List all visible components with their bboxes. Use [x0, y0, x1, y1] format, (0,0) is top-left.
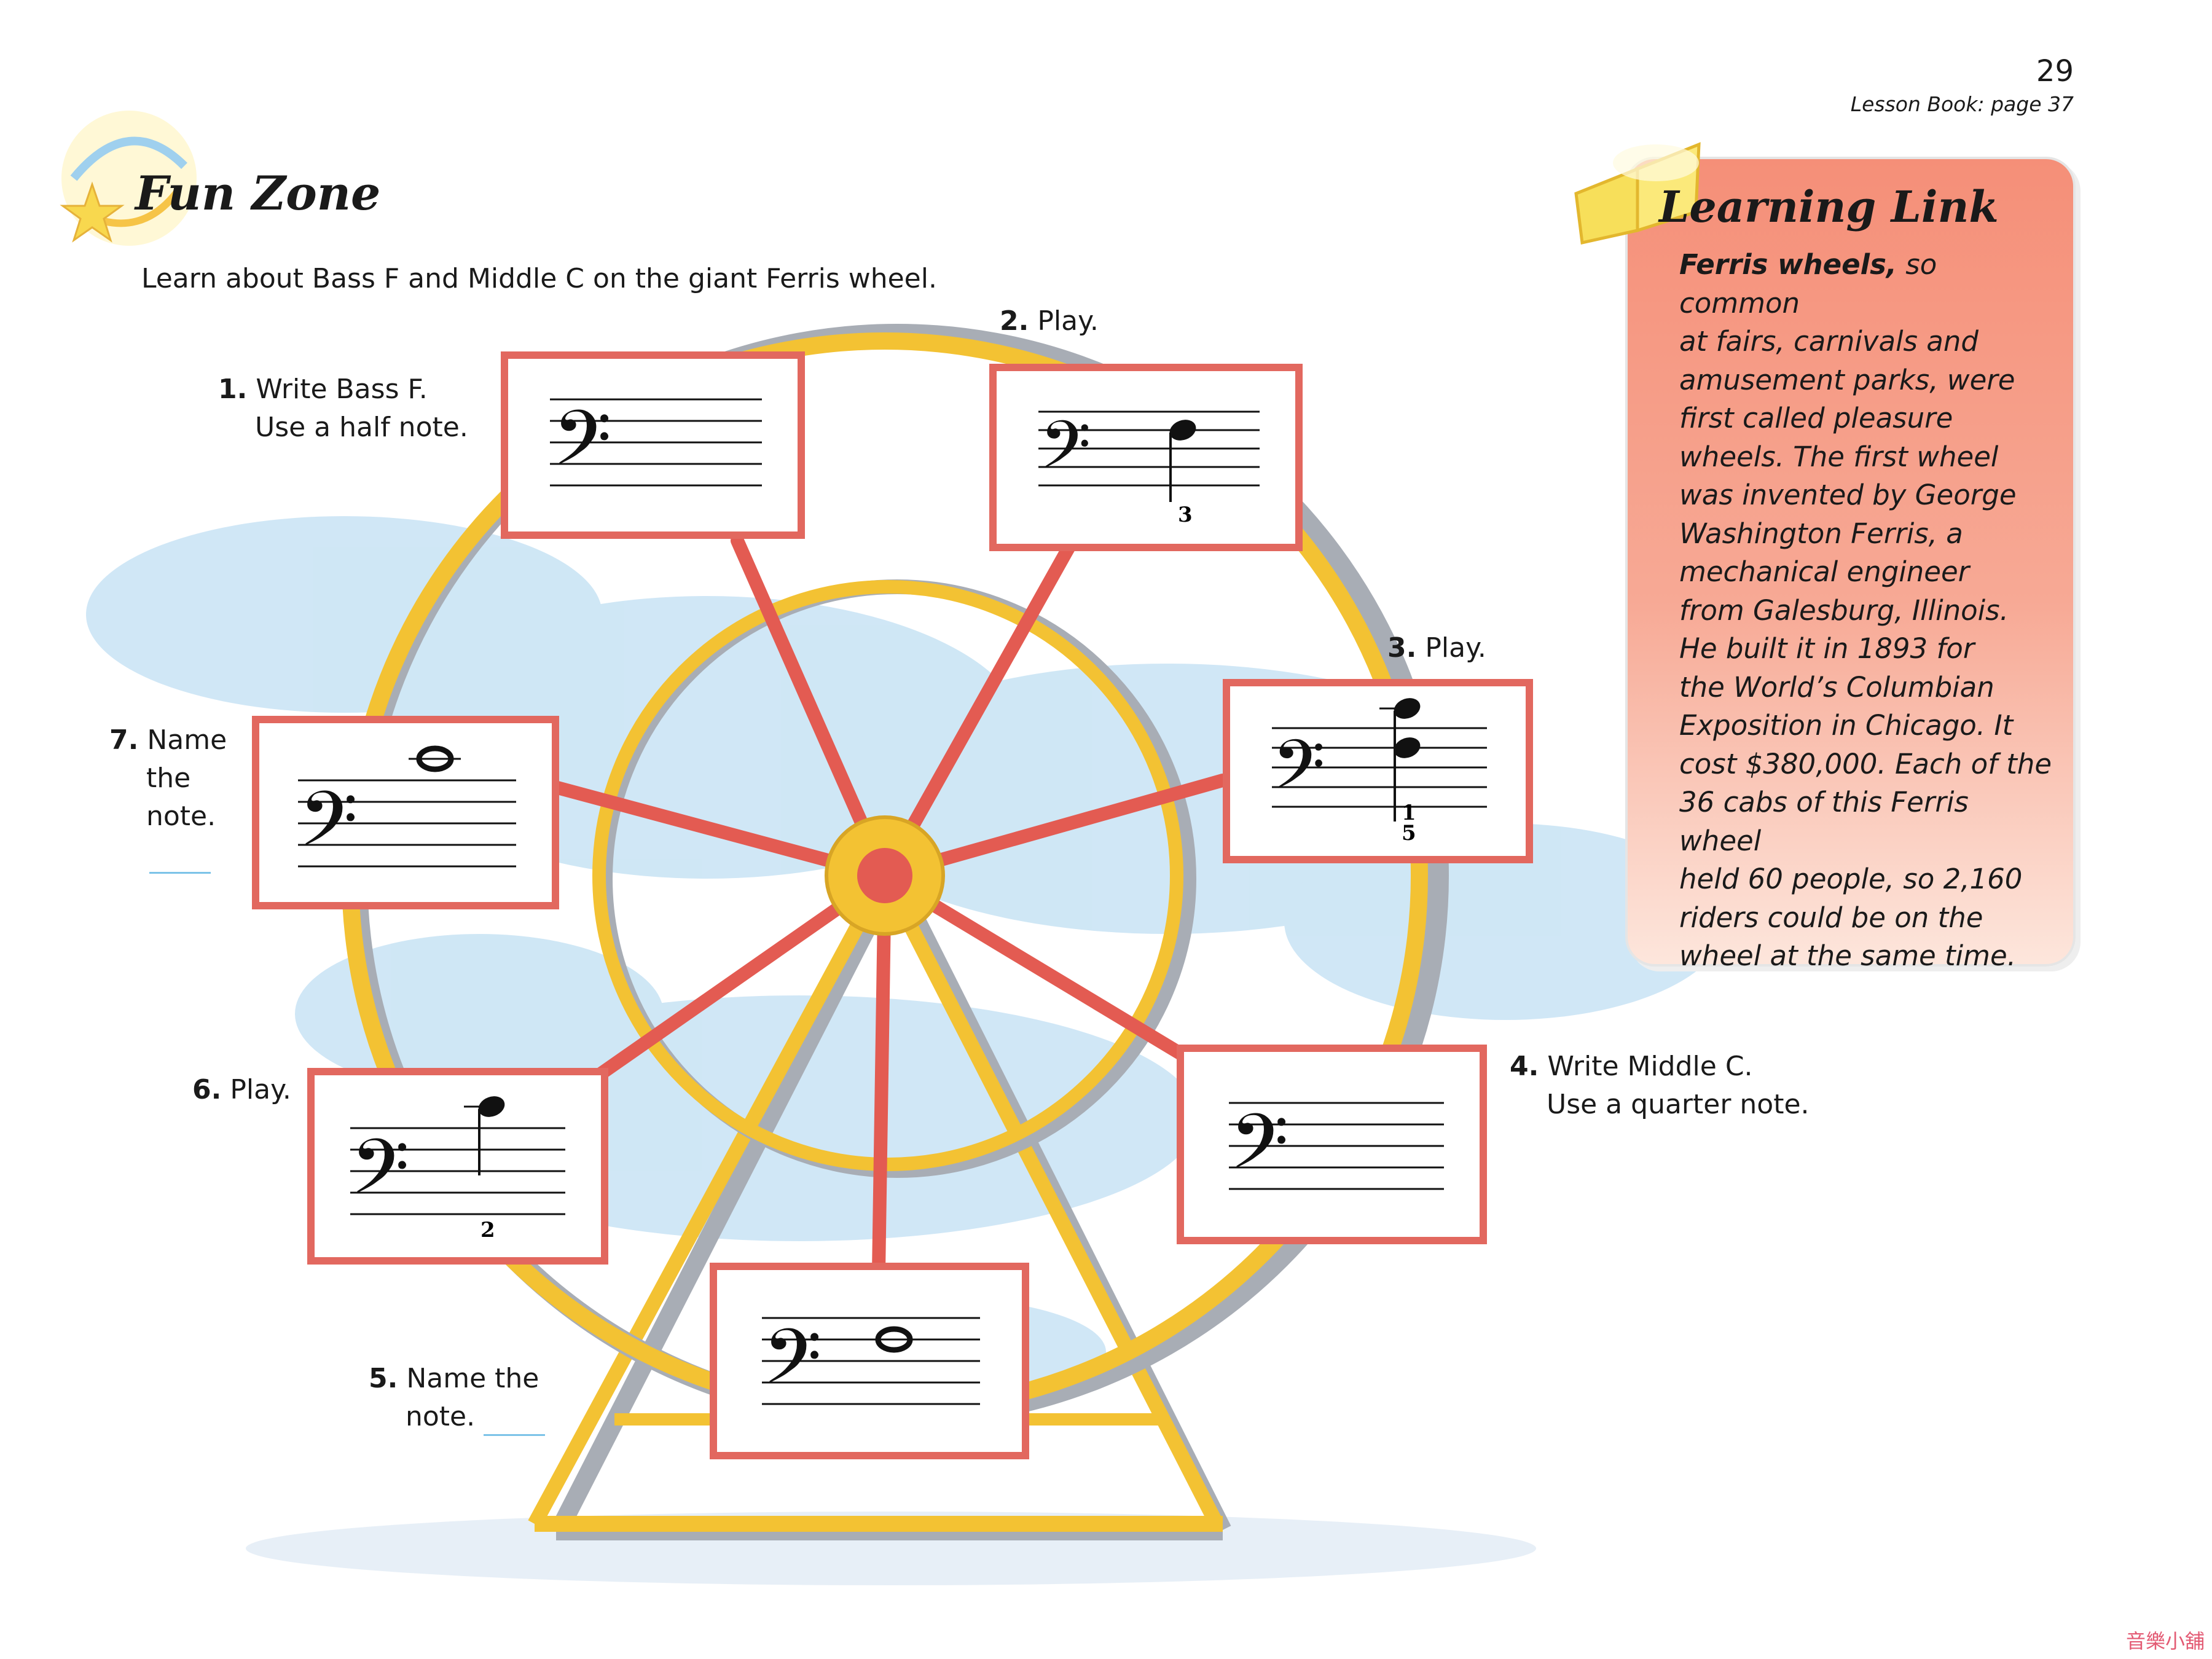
page-number: 29 [2036, 54, 2074, 88]
bass-clef-icon: 𝄢 [552, 394, 611, 501]
fingering-3-bottom: 5 [1402, 821, 1416, 845]
bass-clef-icon: 𝄢 [1272, 725, 1325, 822]
note-head [1169, 420, 1196, 441]
bass-clef-icon: 𝄢 [350, 1123, 409, 1230]
step-6: 6. Play. [192, 1071, 291, 1109]
bass-clef-icon: 𝄢 [763, 1313, 822, 1420]
fingering-3-top: 1 [1402, 801, 1416, 825]
answer-blank-5[interactable] [484, 1410, 546, 1436]
note-head-upper [1394, 698, 1421, 719]
fun-zone-title: Fun Zone [135, 166, 381, 221]
step-4: 4. Write Middle C. Use a quarter note. [1510, 1048, 1810, 1124]
learning-link-text: Ferris wheels, so common at fairs, carni… [1679, 248, 2052, 972]
hub-center [857, 848, 912, 903]
step-text: Name [147, 724, 227, 756]
step-number: 7. [109, 724, 139, 756]
bass-clef-icon: 𝄢 [1040, 406, 1091, 500]
step-number: 2. [1000, 305, 1029, 337]
bass-clef-icon: 𝄢 [299, 775, 358, 882]
whole-note [875, 1326, 913, 1353]
step-text: note. [406, 1401, 476, 1432]
step-text: Write Middle C. [1547, 1051, 1753, 1082]
step-text: the [146, 763, 191, 794]
support-frame [528, 871, 1231, 1540]
card-3-staff: 𝄢 1 5 [1223, 679, 1533, 863]
step-number: 5. [369, 1363, 398, 1394]
step-2: 2. Play. [1000, 302, 1099, 340]
card-7-staff: 𝄢 [252, 716, 559, 909]
step-number: 3. [1387, 632, 1417, 664]
card-5-staff: 𝄢 [710, 1263, 1029, 1459]
learning-link-lead: Ferris wheels, [1679, 248, 1897, 281]
star-swirl-icon [60, 111, 197, 246]
fingering-2: 3 [1178, 503, 1193, 527]
card-2-staff: 𝄢 3 [989, 364, 1303, 551]
lesson-reference: Lesson Book: page 37 [1850, 92, 2074, 116]
bass-clef-icon: 𝄢 [1230, 1098, 1288, 1205]
step-7: 7. Name the note. [109, 721, 227, 874]
step-text: Play. [1425, 632, 1486, 664]
step-text: Write Bass F. [256, 374, 428, 405]
card-4-staff: 𝄢 [1177, 1045, 1487, 1244]
fingering-6: 2 [480, 1218, 495, 1242]
card-6-staff: 𝄢 2 [307, 1068, 608, 1265]
note-head [478, 1096, 505, 1117]
step-text: Name the [406, 1363, 539, 1394]
step-text: Play. [230, 1074, 291, 1105]
note-head-lower [1394, 737, 1421, 758]
whole-note [416, 745, 454, 772]
step-number: 6. [192, 1074, 222, 1105]
step-number: 1. [218, 374, 248, 405]
watermark: 音樂小舖 [2125, 1630, 2205, 1653]
step-text: Use a quarter note. [1547, 1089, 1810, 1120]
step-number: 4. [1510, 1051, 1539, 1082]
learning-link-panel [1625, 157, 2076, 967]
answer-blank-7[interactable] [149, 847, 211, 874]
step-text: Play. [1037, 305, 1099, 337]
step-text: note. [146, 801, 216, 832]
step-text: Use a half note. [255, 412, 468, 443]
inner-ring-yellow [592, 580, 1183, 1171]
step-3: 3. Play. [1387, 629, 1486, 667]
learning-link-title: Learning Link [1659, 181, 1999, 232]
open-book-icon [1574, 142, 1701, 245]
card-1-staff: 𝄢 [501, 351, 805, 539]
step-1: 1. Write Bass F. Use a half note. [218, 371, 468, 447]
step-5: 5. Name the note. [369, 1360, 546, 1436]
intro-text: Learn about Bass F and Middle C on the g… [141, 263, 937, 294]
